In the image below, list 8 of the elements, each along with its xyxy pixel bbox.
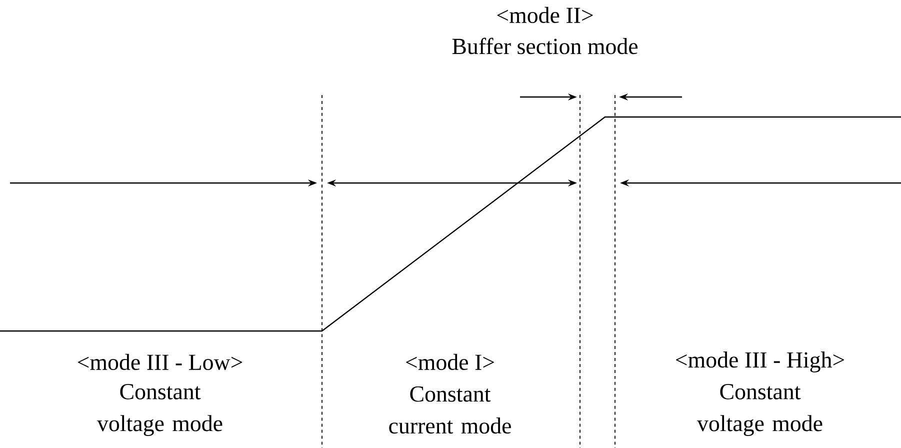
label-text: Buffer section mode	[452, 38, 638, 54]
label-text: Constant voltage mode	[697, 384, 822, 436]
label-text: Constant voltage mode	[97, 384, 222, 436]
label-text: <mode II>	[497, 6, 593, 24]
label-text: <mode I>	[406, 354, 494, 370]
label-text: <mode III - Low>	[78, 354, 242, 370]
label-text: <mode III - High>	[676, 352, 844, 372]
label-text: Constant current mode	[389, 386, 511, 434]
